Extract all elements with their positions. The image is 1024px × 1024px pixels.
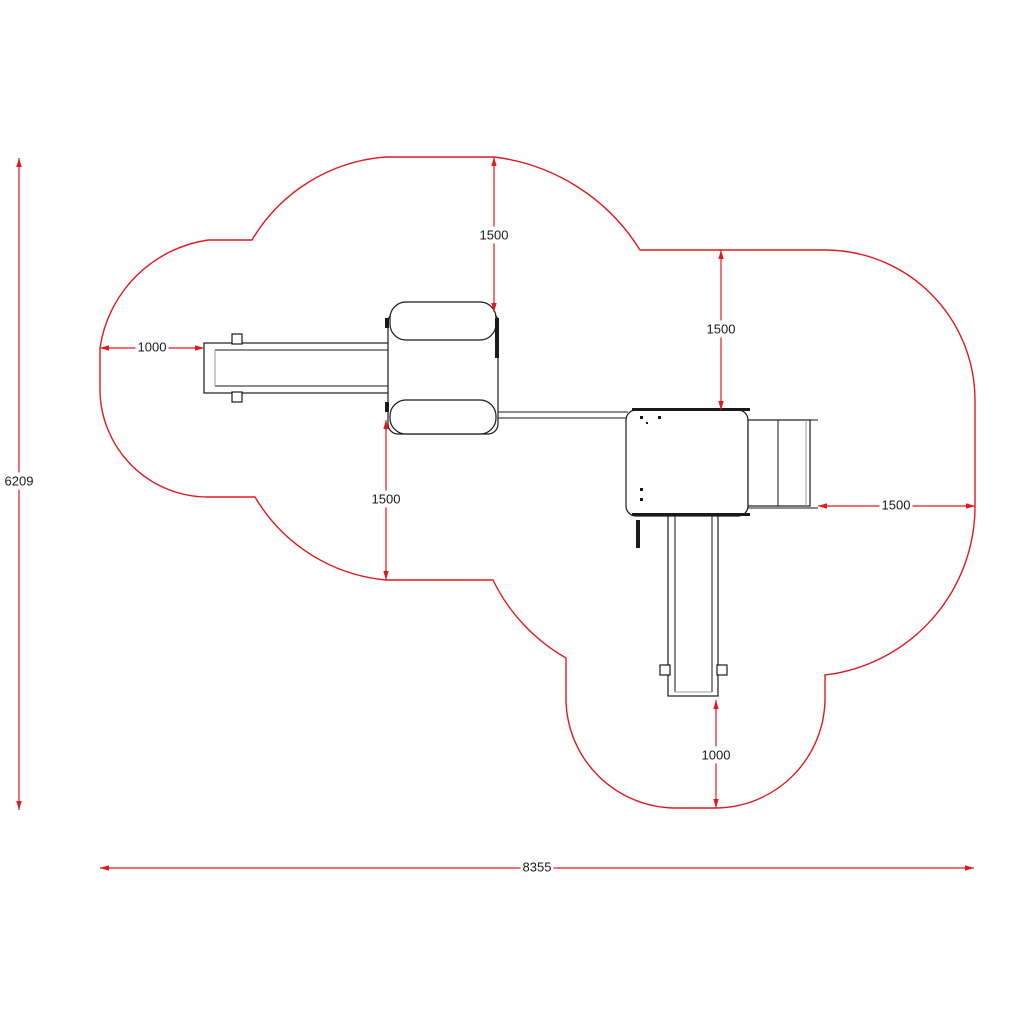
bottom-clearance-left-label: 1500 (372, 491, 401, 506)
left-tower-roof-top (389, 301, 497, 341)
right-tower (625, 408, 750, 548)
bottom-slide (659, 515, 728, 697)
left-tower (385, 301, 499, 435)
dimension-label-background (699, 746, 733, 764)
right-ladder (747, 419, 818, 509)
dimension-label-background (520, 858, 554, 876)
dimension-label-background (2, 472, 36, 490)
overall-width-label: 8355 (523, 859, 552, 874)
dimension-label-background (135, 338, 169, 356)
right-clearance-label: 1500 (882, 497, 911, 512)
dimension-label-background (477, 226, 511, 244)
connecting-bridge (498, 411, 628, 419)
safety-zone-outline (99, 156, 976, 809)
left-clearance-label: 1000 (138, 339, 167, 354)
top-clearance-right-label: 1500 (707, 321, 736, 336)
left-tower-roof-bottom (389, 399, 497, 435)
bottom-clearance-slide-label: 1000 (702, 747, 731, 762)
dimension-label-background (704, 320, 738, 338)
dimension-label-background (879, 496, 913, 514)
left-slide (203, 333, 391, 403)
dimension-label-background (369, 490, 403, 508)
overall-height-label: 6209 (5, 473, 34, 488)
play-structure (203, 301, 818, 697)
dimension-annotations: 6209 8355 1000 1500 1500 1500 1500 1000 (2, 157, 975, 876)
top-clearance-left-label: 1500 (480, 227, 509, 242)
